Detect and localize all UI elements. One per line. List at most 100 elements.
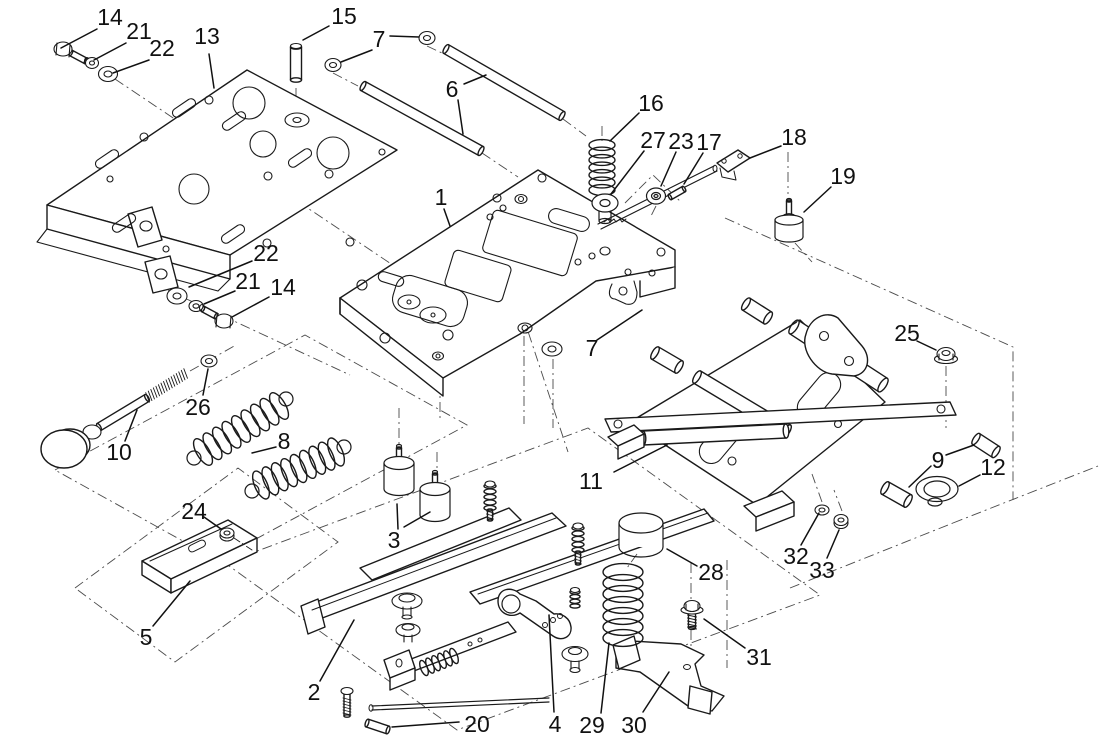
part-number-label: 6 bbox=[446, 76, 459, 102]
leader-line bbox=[945, 444, 975, 456]
leader-line bbox=[203, 290, 236, 305]
part-number-label: 31 bbox=[746, 644, 772, 670]
callout-5-22: 5 bbox=[140, 580, 191, 650]
leader-line bbox=[93, 42, 127, 61]
part-number-label: 9 bbox=[932, 447, 945, 473]
callout-30-28: 30 bbox=[621, 671, 670, 738]
leader-line bbox=[112, 59, 150, 74]
callout-27-8: 27 bbox=[610, 127, 666, 195]
callout-10-19: 10 bbox=[106, 409, 138, 465]
leader-line bbox=[826, 529, 840, 559]
part-number-label: 21 bbox=[126, 18, 152, 44]
bracket-30 bbox=[612, 635, 725, 715]
callout-22-2: 22 bbox=[112, 35, 175, 74]
part-number-label: 1 bbox=[435, 184, 448, 210]
part-number-label: 23 bbox=[668, 128, 694, 154]
part-number-label: 5 bbox=[140, 624, 153, 650]
callout-20-25: 20 bbox=[391, 711, 490, 737]
part-number-label: 33 bbox=[809, 557, 835, 583]
callout-18-11: 18 bbox=[749, 124, 807, 159]
washer-23 bbox=[645, 187, 667, 205]
bolt-14-head bbox=[214, 313, 234, 329]
callout-7-5: 7 bbox=[340, 26, 420, 63]
leader-line bbox=[642, 671, 670, 713]
callout-3-24: 3 bbox=[388, 503, 431, 553]
leader-line bbox=[457, 99, 464, 135]
part-number-label: 14 bbox=[97, 4, 123, 30]
callout-28-29: 28 bbox=[666, 548, 724, 585]
dome-washers bbox=[391, 592, 423, 643]
part-number-label: 3 bbox=[388, 527, 401, 553]
part-number-label: 8 bbox=[278, 428, 291, 454]
tab-hole bbox=[154, 268, 168, 280]
slide-5 bbox=[141, 519, 258, 594]
grommet-27 bbox=[591, 193, 619, 225]
part-number-label: 16 bbox=[638, 90, 664, 116]
pin-17 bbox=[667, 185, 687, 201]
leader-line bbox=[152, 580, 191, 627]
part-number-label: 7 bbox=[373, 26, 386, 52]
washer-22 bbox=[97, 65, 119, 83]
part-number-label: 32 bbox=[783, 543, 809, 569]
part-number-label: 4 bbox=[549, 711, 562, 737]
callout-2-23: 2 bbox=[308, 619, 355, 705]
plate-1-cutouts bbox=[377, 208, 590, 328]
washer-21 bbox=[84, 56, 100, 70]
link-rod bbox=[371, 697, 550, 711]
leader-line bbox=[803, 186, 832, 213]
leader-line bbox=[548, 614, 555, 713]
pin-15-seat bbox=[284, 112, 310, 128]
leader-line bbox=[600, 642, 610, 714]
part-number-label: 14 bbox=[270, 274, 296, 300]
leader-line bbox=[231, 296, 270, 318]
callout-4-26: 4 bbox=[548, 614, 562, 737]
part-number-label: 22 bbox=[253, 240, 279, 266]
part-number-label: 12 bbox=[980, 454, 1006, 480]
leader-line bbox=[610, 150, 645, 195]
leader-line bbox=[958, 474, 981, 487]
leader-line bbox=[319, 619, 355, 682]
leader-line bbox=[683, 152, 704, 185]
part-number-label: 20 bbox=[464, 711, 490, 737]
leader-line bbox=[749, 145, 782, 159]
callout-7-17: 7 bbox=[586, 309, 643, 361]
bumper-cup bbox=[561, 645, 589, 674]
spring-screws bbox=[342, 482, 585, 718]
fasteners-mid-left bbox=[166, 287, 234, 329]
leader-line bbox=[463, 74, 487, 85]
mid-rail bbox=[359, 507, 522, 581]
part-number-label: 25 bbox=[894, 320, 920, 346]
washer-21 bbox=[188, 299, 204, 313]
lever-assembly-4 bbox=[368, 588, 572, 712]
callout-21-1: 21 bbox=[93, 18, 152, 61]
leader-line bbox=[596, 309, 643, 341]
leader-line bbox=[396, 503, 399, 530]
washer-7 bbox=[418, 30, 436, 46]
callout-15-4: 15 bbox=[302, 3, 357, 41]
callout-19-12: 19 bbox=[803, 163, 856, 213]
leader-line bbox=[202, 368, 209, 396]
rail-2 bbox=[300, 512, 567, 635]
part-13-mount-plate bbox=[36, 69, 398, 294]
part-number-label: 7 bbox=[586, 335, 599, 361]
callout-29-27: 29 bbox=[579, 642, 610, 738]
part-number-label: 24 bbox=[181, 498, 207, 524]
callout-14-0: 14 bbox=[60, 4, 123, 49]
part-number-label: 30 bbox=[621, 712, 647, 738]
flange-nut-25 bbox=[933, 346, 959, 365]
bumper-19 bbox=[774, 197, 804, 243]
part-number-label: 10 bbox=[106, 439, 132, 465]
callout-32-35: 32 bbox=[783, 512, 820, 569]
washer-32 bbox=[814, 504, 830, 516]
lever-spring-and-pin-20 bbox=[364, 647, 460, 735]
leader-line bbox=[188, 260, 253, 288]
fasteners-top-left bbox=[53, 30, 436, 128]
callout-33-36: 33 bbox=[809, 529, 840, 583]
leader-line bbox=[302, 25, 330, 41]
springs-8-hooks bbox=[186, 391, 352, 499]
cup-washer-12 bbox=[915, 475, 959, 507]
leader-line bbox=[340, 49, 373, 63]
leader-line bbox=[443, 208, 451, 227]
